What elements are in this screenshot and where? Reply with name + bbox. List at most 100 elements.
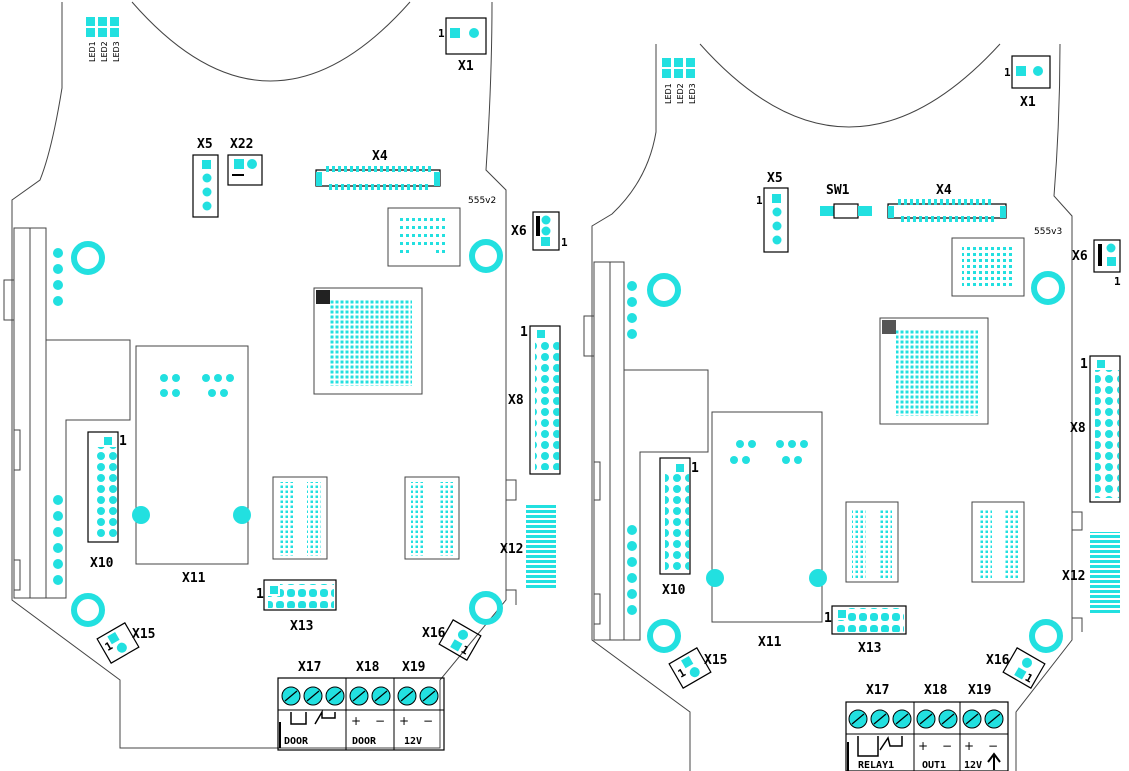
terminal-blocks-left: X17 X18 X19 + − + − DOOR [277,660,445,751]
x19-plus-right: + [964,739,974,753]
right-edge-module [583,261,709,641]
x13-pin1-label: 1 [256,587,264,602]
x17-terminal-label: DOOR [284,736,309,747]
x4-label-right: X4 [936,183,952,198]
memory-chip-left-2 [404,476,460,560]
x5-connector-right: 1 X5 [756,171,789,253]
x8-connector-right: 1 X8 [1070,355,1121,503]
x6-pin1-label-right: 1 [1114,275,1121,288]
up-arrow-icon [987,752,1001,770]
version-label-left: 555v2 [468,196,496,206]
x18-minus-right: − [942,739,952,753]
x12-label-right: X12 [1062,569,1085,584]
led3-label: LED3 [112,41,121,62]
small-bga-right [951,237,1025,297]
led3-label-right: LED3 [688,83,697,104]
left-edge-module [3,227,131,599]
x10-connector-left: 1 X10 [87,431,127,571]
x12-connector-right: X12 [1062,532,1120,614]
led-block-left: LED1 LED2 LED3 [86,17,121,62]
x8-label: X8 [508,393,524,408]
memory-chip-right-1 [845,501,899,583]
x12-connector-left: X12 [500,504,556,588]
x18-minus: − [375,714,385,728]
x15-label-right: X15 [704,653,727,668]
x10-connector-right: 1 X10 [659,457,699,598]
x17-label: X17 [298,660,321,675]
memory-chip-right-2 [971,501,1025,583]
x13-pin1-label-right: 1 [824,611,832,626]
x16-label-right: X16 [986,653,1010,668]
x12-label: X12 [500,542,523,557]
x11-label-right: X11 [758,635,782,650]
x16-label: X16 [422,626,446,641]
mount-hole-2 [469,239,503,273]
version-label-right: 555v3 [1034,227,1062,237]
x6-pin1-label: 1 [561,236,568,249]
x8-label-right: X8 [1070,421,1086,436]
x13-label: X13 [290,619,313,634]
x15-label: X15 [132,627,155,642]
x18-terminal-label: DOOR [352,736,377,747]
x8-pin1-label-right: 1 [1080,357,1088,372]
mount-hole-7 [647,619,681,653]
mount-hole-5 [647,273,681,307]
small-bga-left [387,207,461,267]
x11-module-right: X11 [706,411,827,650]
x5-pin1-label-right: 1 [756,194,763,207]
x10-label: X10 [90,556,114,571]
main-bga-right [879,317,989,425]
x1-connector-right: 1 X1 [1004,55,1051,110]
memory-chip-left-1 [272,476,328,560]
x18-plus: + [351,714,361,728]
x6-connector-left: X6 1 [511,211,568,251]
x1-pin1-label: 1 [438,27,445,40]
x18-label-right: X18 [924,683,948,698]
x19-plus: + [399,714,409,728]
board-right: LED1 LED2 LED3 1 X1 1 X5 SW1 [583,43,1121,771]
board-left-outline [11,1,507,749]
x17-terminal-label-right: RELAY1 [858,760,894,771]
x19-terminal-label-right: 12V [964,760,982,771]
board-left: LED1 LED2 LED3 1 X1 X5 X22 [3,1,568,751]
x6-label-right: X6 [1072,249,1088,264]
x10-label-right: X10 [662,583,686,598]
x11-label: X11 [182,571,206,586]
x13-connector-left: 1 X13 [256,579,337,634]
x19-terminal-label: 12V [404,736,422,747]
x8-connector-left: 1 X8 [508,325,561,475]
mount-hole-3 [71,593,105,627]
x19-label: X19 [402,660,425,675]
x18-terminal-label-right: OUT1 [922,760,946,771]
mount-hole-1 [71,241,105,275]
x10-pin1-label-right: 1 [691,461,699,476]
main-bga-left [313,287,423,395]
x1-connector-left: 1 X1 [438,17,487,74]
x13-label-right: X13 [858,641,881,656]
x18-plus-right: + [918,739,928,753]
terminal-blocks-right: X17 X18 X19 + − + − [845,683,1009,771]
right-top-arc [699,43,1001,128]
mount-hole-4 [469,591,503,625]
x8-pin1-label: 1 [520,325,528,340]
x19-label-right: X19 [968,683,991,698]
x4-connector-left: X4 [315,149,441,190]
x22-connector-left: X22 [227,137,263,186]
board-right-outline [591,43,1073,771]
left-top-arc [131,1,411,82]
mount-hole-8 [1029,619,1063,653]
x6-connector-right: X6 1 [1072,239,1121,288]
x1-label: X1 [458,59,474,74]
sw1-switch-right: SW1 [820,183,872,219]
x5-connector-left: X5 [192,137,219,218]
x17-label-right: X17 [866,683,889,698]
x1-pin1-label-right: 1 [1004,66,1011,79]
mount-hole-6 [1031,271,1065,305]
x11-module-left: X11 [132,345,251,586]
led-block-right: LED1 LED2 LED3 [662,58,697,104]
x4-label: X4 [372,149,388,164]
led1-label: LED1 [88,41,97,62]
led1-label-right: LED1 [664,83,673,104]
x5-label-right: X5 [767,171,783,186]
